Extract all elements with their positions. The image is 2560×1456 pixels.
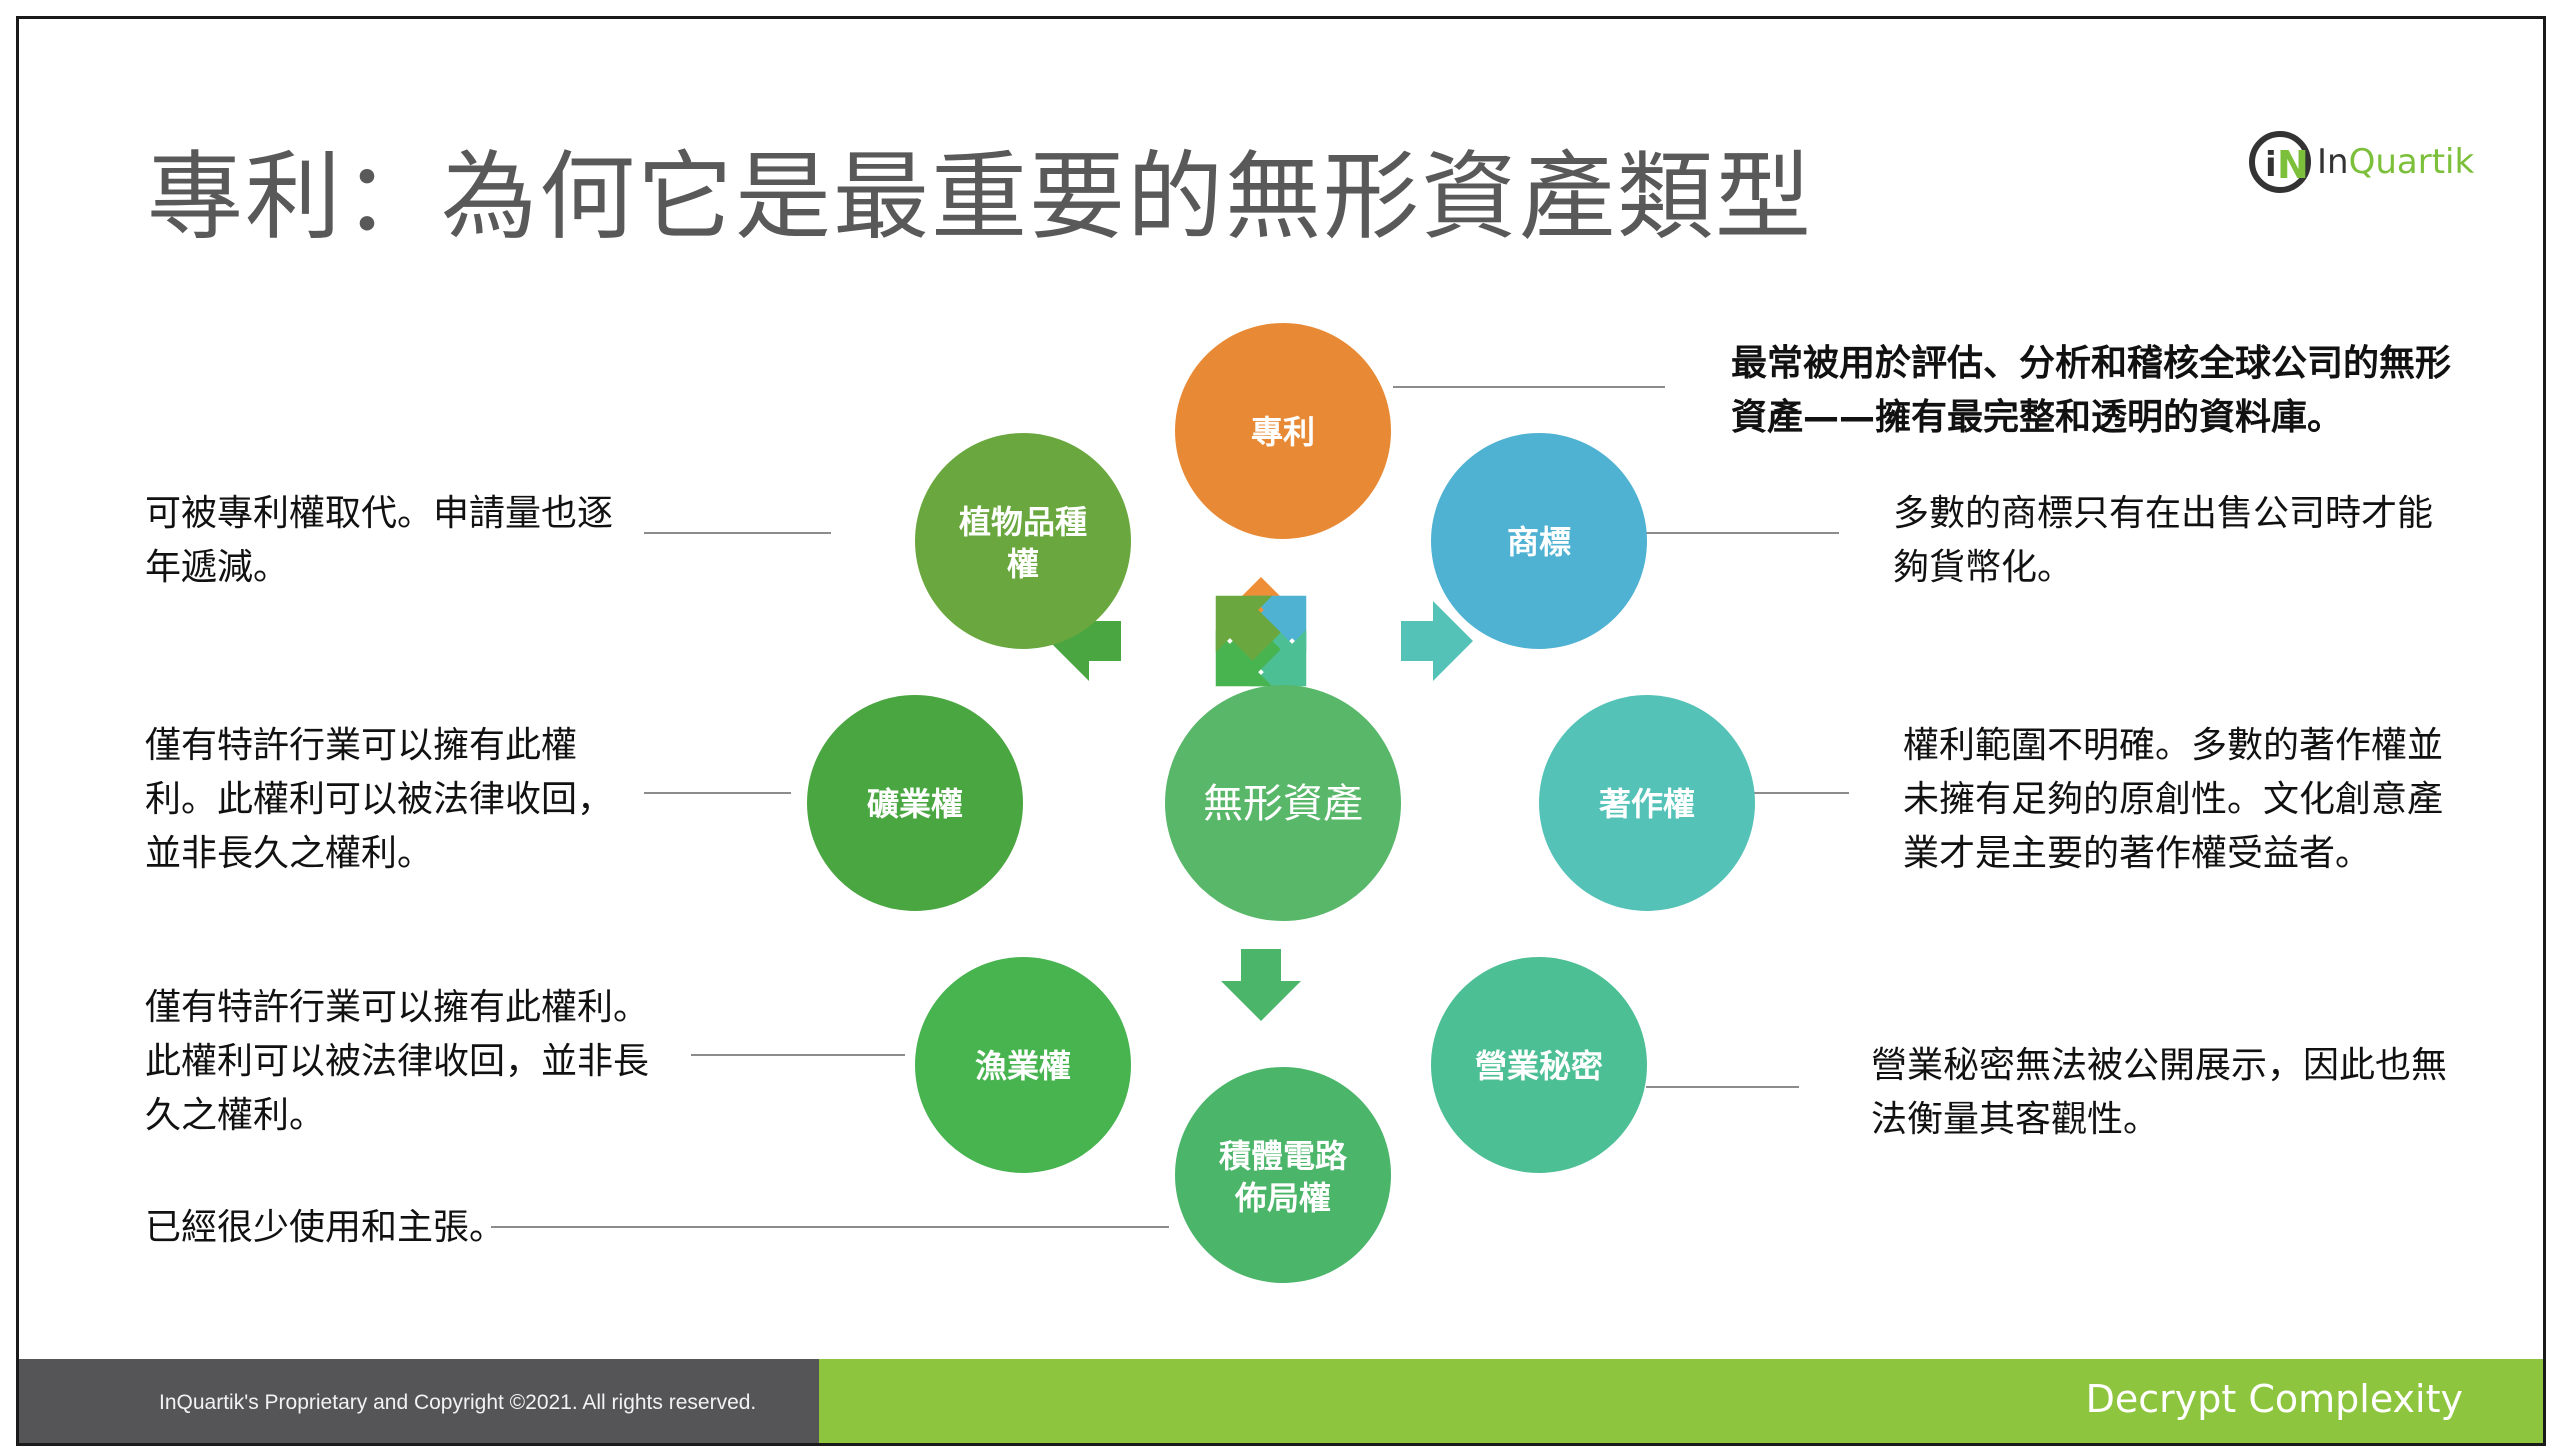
node-trademark-label: 商標 <box>1507 523 1571 561</box>
footer-right-bar <box>819 1359 2543 1443</box>
node-fishery: 漁業權 <box>915 957 1131 1173</box>
page-title: 專利：為何它是最重要的無形資產類型 <box>147 141 1813 253</box>
node-ic-layout-label-line2: 佈局權 <box>1234 1179 1331 1217</box>
note-copyright: 權利範圍不明確。多數的著作權並 未擁有足夠的原創性。文化創意產 業才是主要的著作… <box>1903 725 2444 874</box>
node-trade-secret-label: 營業秘密 <box>1475 1047 1603 1085</box>
note-fishery: 僅有特許行業可以擁有此權利。 此權利可以被法律收回，並非長 久之權利。 <box>145 987 650 1136</box>
arrows <box>1049 577 1473 1021</box>
note-ic-layout: 已經很少使用和主張。 <box>145 1207 506 1248</box>
connector-lines <box>491 386 1849 1228</box>
arrow-left <box>1049 601 1121 681</box>
note-trade-secret: 營業秘密無法被公開展示，因此也無 法衡量其客觀性。 <box>1871 1045 2448 1140</box>
node-mining-label: 礦業權 <box>867 785 963 823</box>
node-plant-label-line2: 權 <box>1007 545 1039 583</box>
note-patent: 最常被用於評估、分析和稽核全球公司的無形 資產——擁有最完整和透明的資料庫。 <box>1731 343 2452 438</box>
node-plant-label-line1: 植物品種 <box>959 503 1087 541</box>
footer-tagline: Decrypt Complexity <box>2085 1377 2463 1421</box>
node-patent: 專利 <box>1175 323 1391 539</box>
note-trademark: 多數的商標只有在出售公司時才能 夠貨幣化。 <box>1893 493 2434 588</box>
node-patent-label: 專利 <box>1251 413 1315 451</box>
arrow-down <box>1221 949 1301 1021</box>
node-copyright-label: 著作權 <box>1599 785 1695 823</box>
node-trademark: 商標 <box>1431 433 1647 649</box>
intangible-asset-diagram: 無形資產 專利 商標 著作權 營業秘密 積體電路 佈局權 漁業權 <box>491 323 1849 1283</box>
node-fishery-label: 漁業權 <box>975 1047 1071 1085</box>
center-node: 無形資產 <box>1165 685 1401 921</box>
logo-text: InQuartik <box>2317 142 2475 182</box>
node-ic-layout-label-line1: 積體電路 <box>1219 1137 1348 1175</box>
arrow-right <box>1401 601 1473 681</box>
footer-left-bar <box>19 1359 819 1443</box>
node-mining: 礦業權 <box>807 695 1023 911</box>
note-mining: 僅有特許行業可以擁有此權 利。此權利可以被法律收回， 並非長久之權利。 <box>145 725 614 874</box>
node-trade-secret: 營業秘密 <box>1431 957 1647 1173</box>
note-plant: 可被專利權取代。申請量也逐 年遞減。 <box>145 493 614 588</box>
node-plant: 植物品種 權 <box>915 433 1131 649</box>
center-label: 無形資產 <box>1203 781 1363 827</box>
node-copyright: 著作權 <box>1539 695 1755 911</box>
arrow-up-left <box>1215 595 1281 661</box>
node-ic-layout: 積體電路 佈局權 <box>1175 1067 1391 1283</box>
footer-copyright: InQuartik's Proprietary and Copyright ©2… <box>159 1391 757 1414</box>
